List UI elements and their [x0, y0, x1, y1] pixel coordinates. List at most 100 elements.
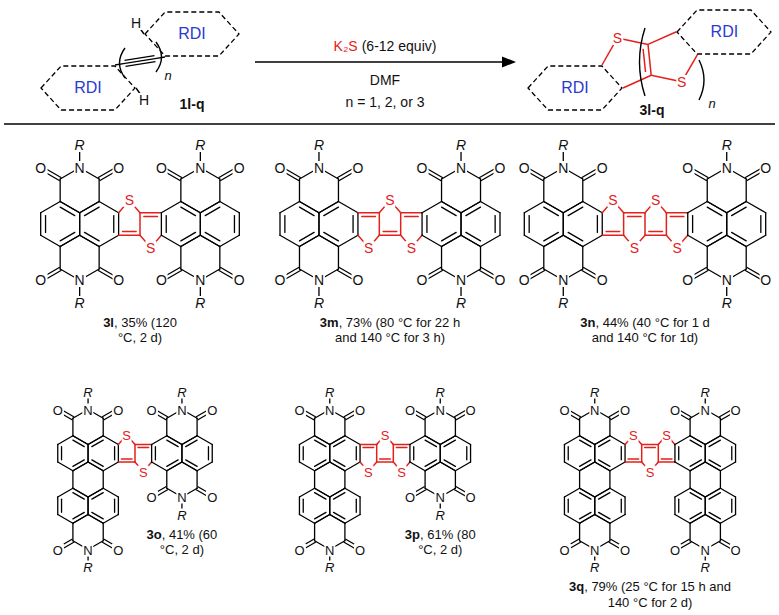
atom-label: O	[729, 543, 741, 556]
bond-line	[181, 202, 200, 213]
bond-line	[564, 488, 579, 497]
bond-line	[315, 488, 330, 497]
bond-line	[239, 213, 240, 236]
bond-line	[60, 235, 79, 246]
atom-label: O	[293, 403, 305, 416]
label-text: S	[629, 427, 638, 442]
bond-line	[623, 213, 625, 236]
bond-line	[200, 213, 201, 236]
label-text: H	[131, 15, 141, 31]
atom-label: H	[138, 93, 150, 107]
bond-line	[579, 523, 580, 541]
bond-line	[119, 235, 140, 237]
bond-line	[720, 436, 735, 445]
bond-line	[731, 447, 732, 460]
label-text: O	[405, 402, 415, 417]
bond-line	[182, 462, 197, 471]
atom-label: O	[416, 161, 429, 175]
atom-label: O	[293, 543, 305, 556]
bond-line	[41, 235, 60, 246]
atom-label: R	[721, 296, 733, 310]
bond-line	[73, 515, 88, 524]
label-text: R	[75, 137, 85, 153]
bond-line	[594, 497, 595, 515]
atom-label: O	[729, 403, 741, 416]
bond-line	[197, 436, 212, 445]
label-text: O	[234, 272, 245, 288]
atom-label: R	[176, 386, 187, 399]
atom-label: S	[363, 465, 374, 478]
label-text: O	[275, 160, 286, 176]
bond-line	[299, 497, 300, 515]
bond-line	[460, 213, 461, 236]
bond-line	[564, 515, 579, 524]
label-text: S	[613, 30, 622, 46]
bond-line	[705, 515, 720, 524]
bond-line	[690, 515, 705, 524]
label-text: , 61% (80 °C, 2 d)	[418, 527, 476, 558]
label-text: S	[630, 240, 639, 256]
bond-line	[57, 497, 58, 515]
label-text: O	[495, 272, 506, 288]
bond-line	[580, 462, 595, 471]
bond-line	[303, 499, 304, 512]
bond-line	[167, 462, 182, 471]
label-text: R	[456, 295, 466, 311]
bond-line	[212, 445, 213, 463]
bond-line	[88, 462, 103, 471]
bond-line	[675, 515, 690, 524]
bond-line	[494, 216, 495, 233]
bond-line	[692, 216, 693, 233]
bond-line	[568, 447, 569, 460]
bond-line	[318, 213, 319, 236]
bond-line	[359, 445, 360, 463]
label-text: R	[325, 385, 334, 400]
bond-line	[113, 216, 114, 233]
bond-line	[314, 523, 315, 541]
label-text: O	[156, 272, 167, 288]
atom-label: O	[464, 491, 476, 504]
bond-line	[280, 235, 299, 246]
bond-line	[315, 515, 330, 524]
bond-line	[118, 461, 135, 463]
bond-line	[344, 418, 345, 436]
bond-line	[727, 235, 746, 246]
atom-label: S	[612, 31, 623, 45]
atom-label: N	[176, 403, 187, 416]
bond-line	[674, 445, 675, 463]
atom-label: H	[130, 16, 142, 30]
bond-line	[79, 213, 80, 236]
bond-line	[379, 235, 400, 237]
atom-label: S	[384, 193, 395, 207]
bond-line	[720, 418, 721, 436]
atom-label: R	[455, 296, 467, 310]
atom-label: R	[700, 386, 711, 399]
bond-line	[690, 515, 705, 524]
atom-label: S	[363, 241, 374, 255]
atom-label: N	[557, 273, 569, 287]
label-text: N	[314, 272, 324, 288]
bond-line	[314, 471, 315, 489]
bond-line	[377, 461, 394, 463]
repeat-brackets	[640, 28, 705, 100]
bond-line	[314, 418, 315, 436]
bond-line	[359, 497, 360, 515]
bond-line	[460, 213, 461, 236]
rdi-block: RDI	[676, 9, 772, 55]
bond-line	[99, 235, 118, 246]
bond-line	[329, 497, 330, 515]
bond-line	[45, 216, 46, 233]
label-text: R	[325, 560, 334, 575]
label-text: O	[147, 402, 157, 417]
bond-line	[299, 488, 314, 497]
repeat-index: n	[707, 97, 716, 110]
bond-line	[135, 444, 152, 446]
bond-line	[689, 523, 690, 541]
bond-line	[344, 471, 345, 489]
atom-label: O	[681, 161, 694, 175]
atom-label: S	[629, 241, 640, 255]
bond-line	[161, 213, 162, 236]
bond-line	[675, 462, 690, 471]
bond-line	[440, 436, 455, 445]
atom-label: O	[681, 273, 694, 287]
